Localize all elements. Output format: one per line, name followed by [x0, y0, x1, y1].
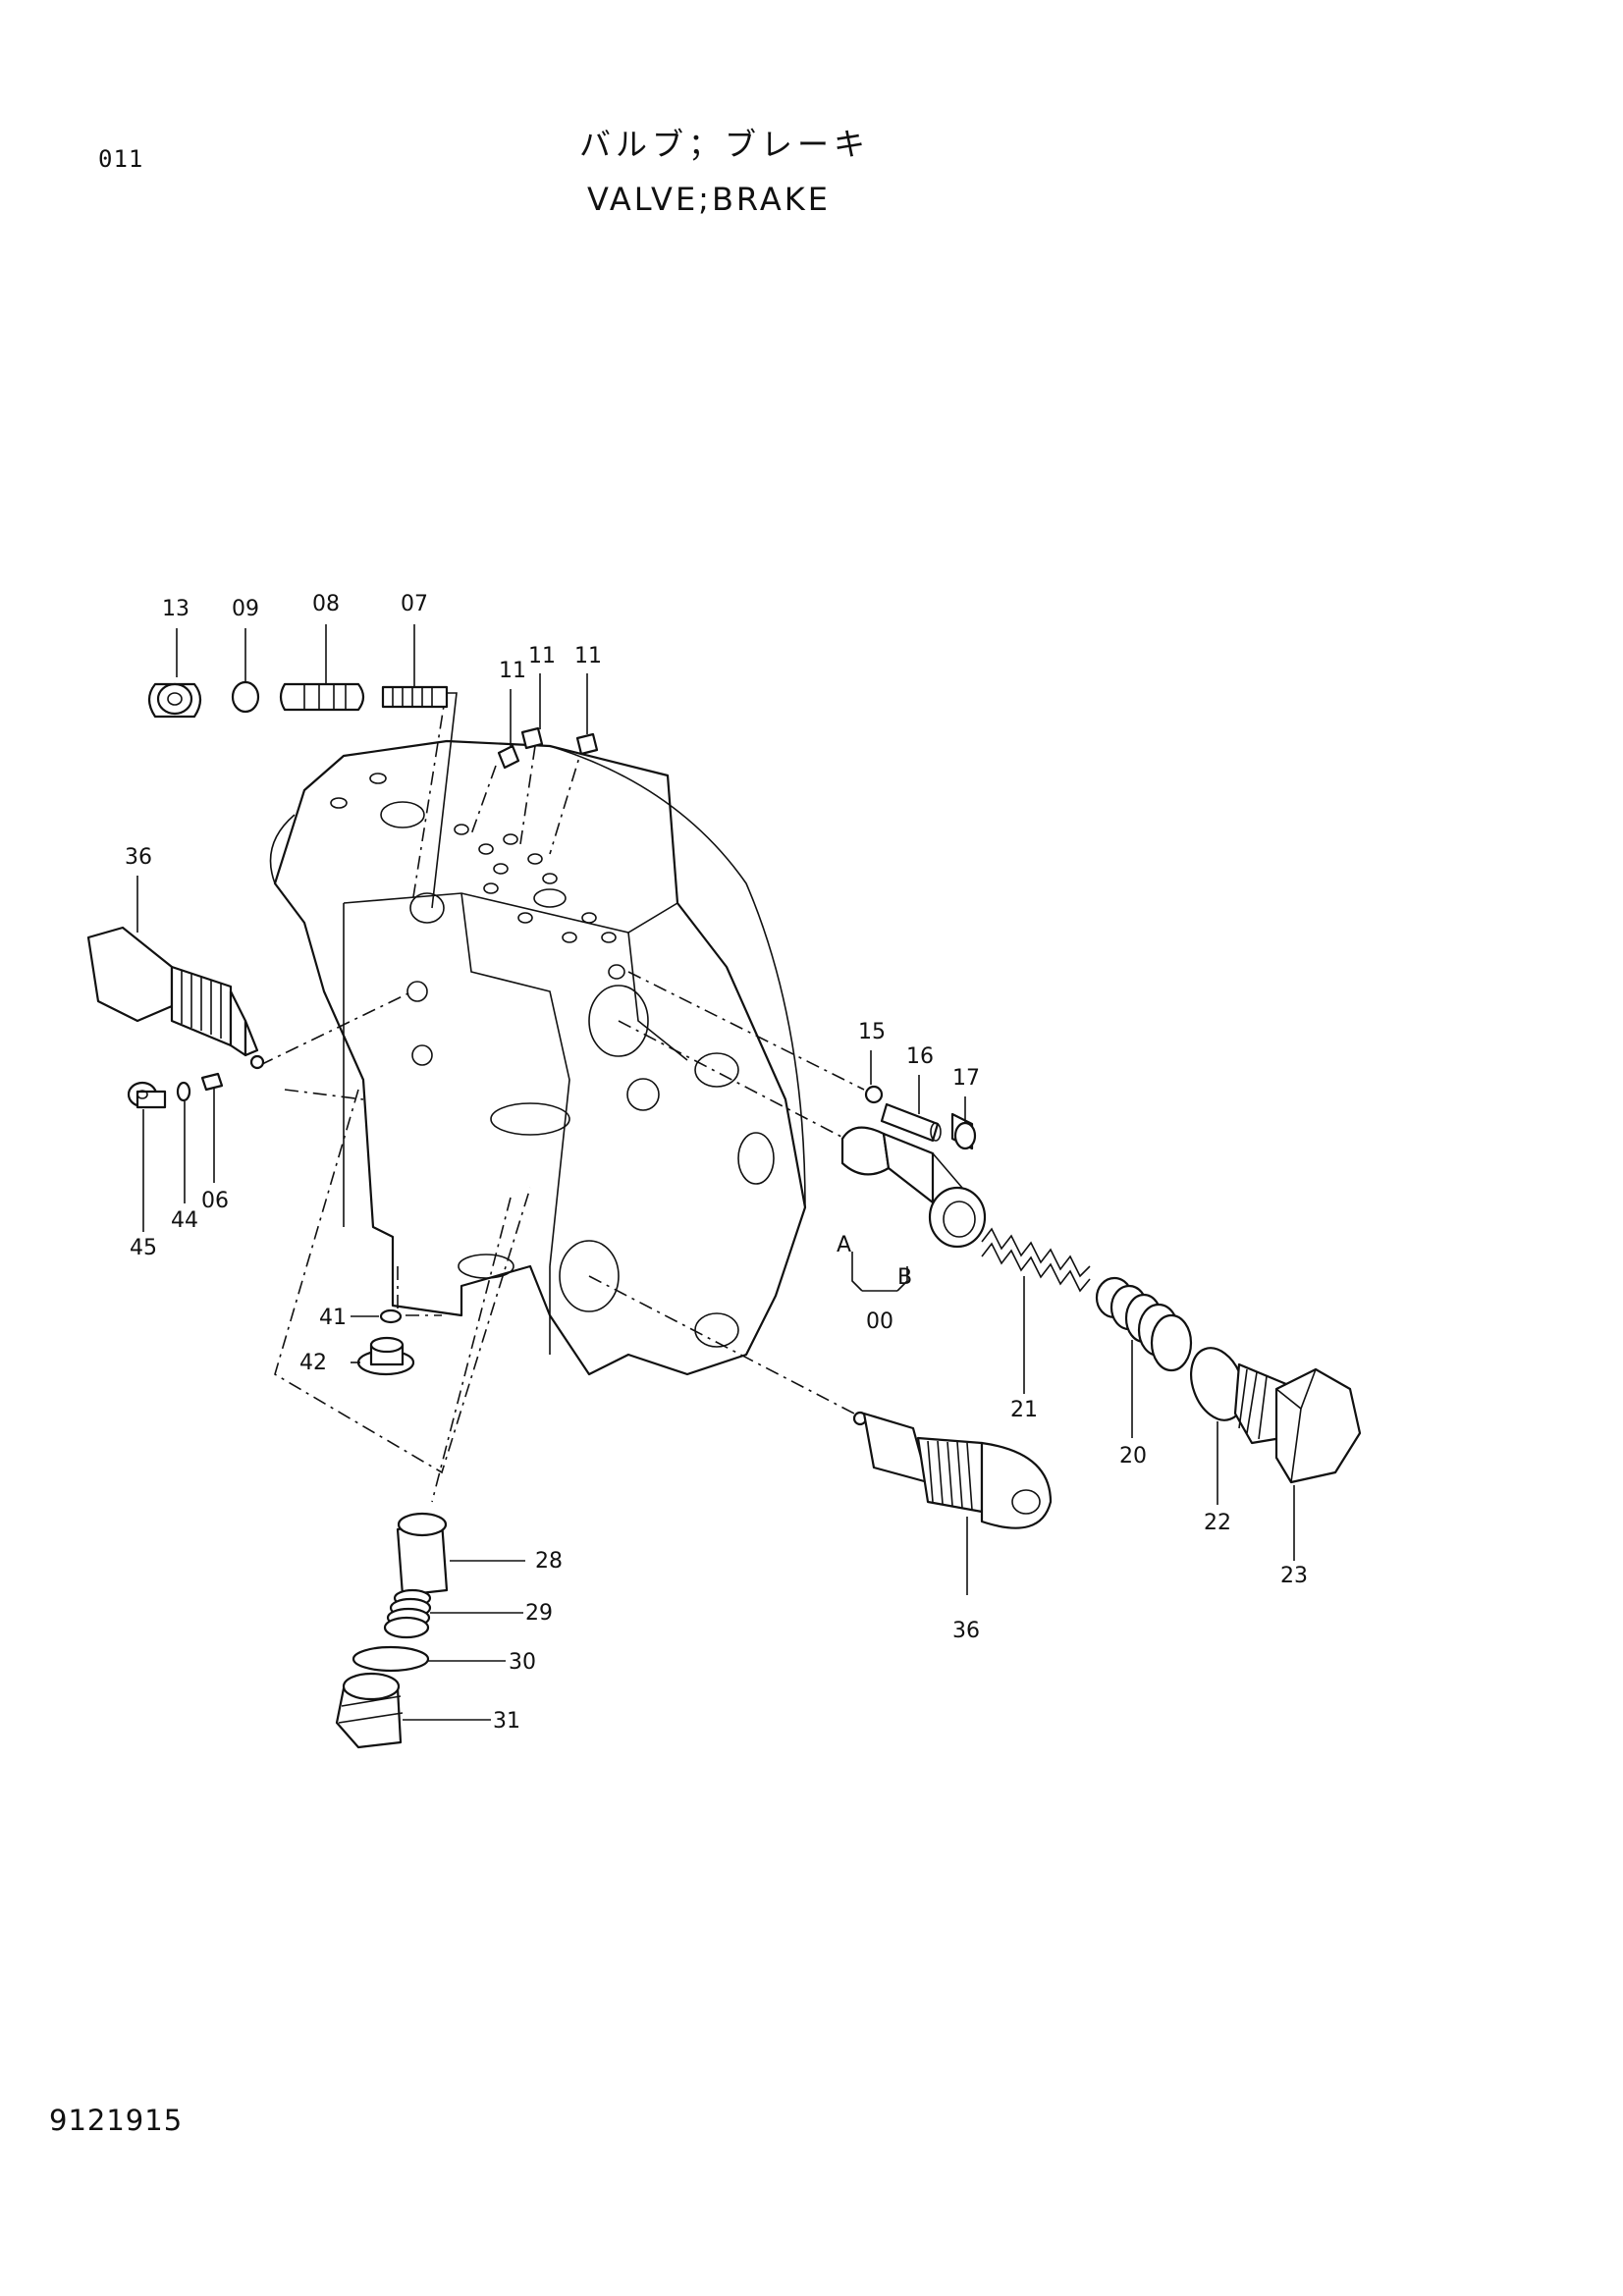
part-07-spring: [381, 685, 458, 909]
page-number: 011: [98, 145, 144, 173]
callout-15: 15: [858, 1020, 886, 1044]
callout-21: 21: [1010, 1398, 1038, 1422]
part-06-orifice: [200, 1072, 224, 1092]
part-21-spring: [981, 1227, 1091, 1394]
part-42-plug: [351, 1336, 415, 1376]
callout-30: 30: [509, 1650, 536, 1675]
callout-36-left: 36: [125, 845, 152, 870]
part-30-o-ring: [352, 1645, 506, 1673]
port-label-b: B: [897, 1265, 912, 1290]
part-13-plug: [147, 682, 202, 719]
part-15-ball: [864, 1085, 884, 1104]
part-31-plug: [335, 1672, 491, 1749]
title-japanese: バルブ；ブレーキ: [579, 126, 871, 163]
callout-29: 29: [525, 1601, 553, 1626]
callout-41: 41: [319, 1306, 347, 1330]
callout-11-a: 11: [499, 659, 526, 683]
part-36-relief-valve-right: [852, 1411, 1053, 1595]
callout-06: 06: [201, 1189, 229, 1213]
callout-labels: 13 09 08 07 11 11 11 36 15 16 17 45 44 0…: [125, 592, 1308, 1734]
part-36-relief-valve-left: [86, 926, 265, 1070]
callout-20: 20: [1119, 1444, 1147, 1468]
part-00-spool: [840, 1126, 987, 1292]
port-label-a: A: [837, 1233, 851, 1257]
callout-11-c: 11: [574, 644, 602, 668]
callout-00: 00: [866, 1309, 893, 1334]
part-29-spring: [383, 1588, 523, 1639]
assembly-centerlines: [259, 686, 865, 1503]
callout-42: 42: [299, 1351, 327, 1375]
part-44-o-ring: [176, 1081, 191, 1102]
part-22-o-ring: [1190, 1347, 1245, 1505]
part-17-screw: [950, 1112, 977, 1150]
callout-16: 16: [906, 1044, 934, 1069]
part-45-plug: [127, 1081, 167, 1109]
part-11-set-screws: [497, 726, 599, 770]
title-english: VALVE;BRAKE: [587, 181, 831, 218]
callout-07: 07: [401, 592, 428, 616]
callout-23: 23: [1280, 1564, 1308, 1588]
callout-36-right: 36: [952, 1619, 980, 1643]
part-20-spring: [1095, 1276, 1193, 1438]
callout-09: 09: [232, 597, 259, 621]
callout-08: 08: [312, 592, 340, 616]
callout-28: 28: [535, 1549, 563, 1574]
part-08-spool: [279, 682, 365, 712]
callout-45: 45: [130, 1236, 157, 1260]
part-16-plunger: [880, 1102, 942, 1143]
callout-31: 31: [493, 1709, 520, 1734]
callout-44: 44: [171, 1208, 198, 1233]
callout-11-b: 11: [528, 644, 556, 668]
part-41-o-ring: [351, 1308, 403, 1324]
valve-housing: [269, 739, 807, 1376]
callout-13: 13: [162, 597, 189, 621]
part-09-o-ring: [231, 680, 260, 714]
part-28-poppet: [396, 1512, 525, 1597]
part-23-plug: [1233, 1362, 1362, 1561]
callout-22: 22: [1204, 1511, 1231, 1535]
drawing-number: 9121915: [49, 2104, 184, 2137]
callout-17: 17: [952, 1066, 980, 1091]
